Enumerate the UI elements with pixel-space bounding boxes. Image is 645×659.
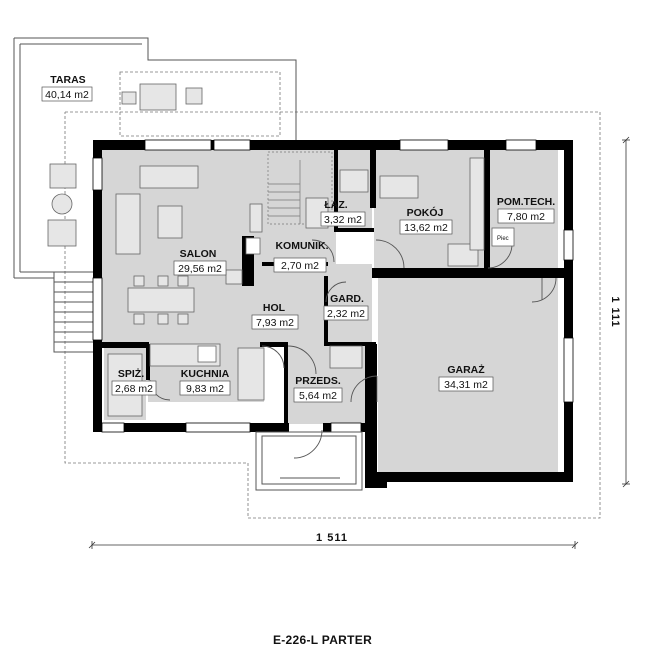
room-garaz-area: 34,31 m2 — [444, 379, 488, 391]
room-labels: TARAS 40,14 m2 SALON 29,56 m2 ŁAZ. 3,32 … — [41, 74, 555, 403]
room-hol-area: 7,93 m2 — [256, 317, 294, 329]
room-taras-area: 40,14 m2 — [45, 89, 89, 101]
windows — [92, 139, 574, 433]
room-lazienka-name: ŁAZ. — [324, 199, 347, 211]
room-kuchnia-name: KUCHNIA — [181, 368, 230, 380]
plan-title: E-226-L PARTER — [272, 633, 373, 647]
depth-dimension-label: 1 111 — [609, 296, 621, 327]
room-taras-name: TARAS — [50, 74, 85, 86]
entrance-porch — [255, 431, 363, 491]
room-kuchnia-area: 9,83 m2 — [186, 383, 224, 395]
room-przeds-name: PRZEDS. — [295, 375, 341, 387]
room-pokoj-area: 13,62 m2 — [404, 222, 448, 234]
boiler-label: Piec — [497, 236, 509, 242]
staircase — [267, 151, 333, 225]
width-dimension-label: 1 511 — [316, 532, 348, 544]
room-pomtech-area: 7,80 m2 — [507, 211, 545, 223]
room-gard-area: 2,32 m2 — [327, 308, 365, 320]
room-spiz-area: 2,68 m2 — [115, 383, 153, 395]
furniture — [47, 83, 515, 417]
room-pokoj-name: POKÓJ — [407, 206, 444, 219]
terrace-outline — [13, 37, 297, 353]
depth-dimension — [622, 136, 630, 488]
room-spiz-name: SPIŻ. — [118, 367, 144, 380]
room-hol-name: HOL — [263, 302, 286, 314]
room-garaz-name: GARAŻ — [447, 363, 485, 376]
room-komunik-area: 2,70 m2 — [281, 260, 319, 272]
room-przeds-area: 5,64 m2 — [299, 390, 337, 402]
room-salon-name: SALON — [180, 248, 217, 260]
width-dimension — [88, 541, 579, 549]
room-komunik-name: KOMUNIK. — [275, 240, 328, 252]
site-outline — [64, 71, 601, 519]
room-gard-name: GARD. — [330, 293, 364, 305]
room-salon-area: 29,56 m2 — [178, 263, 222, 275]
room-lazienka-area: 3,32 m2 — [324, 214, 362, 226]
room-pomtech-name: POM.TECH. — [497, 196, 555, 208]
